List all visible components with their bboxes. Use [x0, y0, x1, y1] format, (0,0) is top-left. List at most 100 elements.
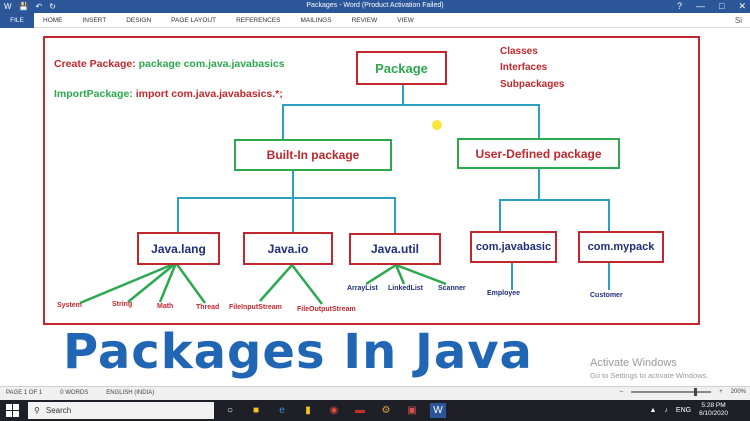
search-icon: ⚲	[34, 406, 40, 415]
word-count[interactable]: 0 WORDS	[60, 390, 89, 396]
sign-in-link[interactable]: Si	[734, 16, 742, 25]
clock-time: 5:28 PM	[701, 402, 726, 409]
zoom-level[interactable]: 200%	[730, 389, 746, 395]
activate-windows-title: Activate Windows	[590, 357, 677, 369]
tab-references[interactable]: REFERENCES	[236, 17, 281, 24]
leaf-line-arraylist	[365, 263, 397, 286]
leaf-line-string	[127, 262, 177, 303]
tab-design[interactable]: DESIGN	[126, 17, 152, 24]
leaf-line-fileinputstream	[259, 264, 293, 302]
system-tray: ▲ ♪ ENG 5:28 PM 6/10/2020	[649, 402, 728, 418]
com-javabasic-box: com.javabasic	[470, 231, 557, 263]
connector-user-mypack	[539, 199, 610, 231]
import-package-line: ImportPackage: import com.java.javabasic…	[54, 88, 283, 100]
java-util-box: Java.util	[349, 233, 441, 265]
help-button[interactable]: ?	[677, 1, 683, 11]
contents-interfaces: Interfaces	[500, 62, 548, 73]
mouse-pointer-highlight	[432, 120, 442, 130]
task-view-icon[interactable]: ○	[226, 405, 234, 416]
create-package-label: Create Package:	[54, 58, 136, 70]
tab-mailings[interactable]: MAILINGS	[300, 17, 332, 24]
leaf-fileinputstream: FileInputStream	[229, 304, 282, 311]
leaf-line-scanner	[395, 263, 447, 286]
clock-date: 6/10/2020	[699, 410, 728, 417]
packages-heading: Packages In Java	[63, 324, 533, 380]
volume-icon[interactable]: ♪	[664, 406, 668, 414]
java-io-box: Java.io	[243, 232, 333, 265]
window-title: Packages - Word (Product Activation Fail…	[306, 2, 444, 9]
chrome-icon[interactable]: ◉	[329, 405, 339, 416]
import-package-code: import com.java.javabasics.*;	[135, 88, 283, 100]
quick-access-toolbar: W 💾 ↶ ↻	[4, 1, 56, 12]
input-language[interactable]: ENG	[675, 406, 692, 414]
zoom-slider[interactable]	[631, 388, 712, 396]
zoom-out-button[interactable]: –	[619, 389, 624, 395]
settings-icon[interactable]: ⚙	[381, 405, 391, 416]
create-package-code: package com.java.javabasics	[138, 58, 285, 70]
leaf-line-fileoutputstream	[291, 264, 323, 305]
save-icon[interactable]: 💾	[18, 2, 29, 11]
ribbon-tabs: FILE HOME INSERT DESIGN PAGE LAYOUT REFE…	[0, 13, 750, 28]
activate-windows-watermark: Activate Windows Go to Settings to activ…	[590, 357, 708, 380]
redo-icon[interactable]: ↻	[49, 2, 56, 11]
connector-builtin-util	[293, 197, 396, 233]
create-package-line: Create Package: package com.java.javabas…	[54, 58, 285, 70]
system-clock[interactable]: 5:28 PM 6/10/2020	[699, 402, 728, 418]
connector-lines	[79, 84, 610, 305]
recorder-icon[interactable]: ▣	[407, 405, 417, 416]
page-count[interactable]: PAGE 1 OF 1	[6, 390, 43, 396]
file-explorer-icon[interactable]: ■	[252, 405, 260, 416]
ribbon-tab-list: HOME INSERT DESIGN PAGE LAYOUT REFERENCE…	[43, 13, 434, 28]
tree-connectors	[177, 84, 610, 290]
window-controls: ? — □ ✕	[677, 0, 746, 12]
minimize-button[interactable]: —	[696, 1, 706, 11]
tab-page-layout[interactable]: PAGE LAYOUT	[171, 17, 217, 24]
leaf-line-thread	[174, 262, 207, 304]
language-indicator[interactable]: ENGLISH (INDIA)	[106, 390, 155, 396]
edge-icon[interactable]: e	[279, 405, 285, 416]
leaf-fileoutputstream: FileOutputStream	[297, 306, 356, 313]
tab-file[interactable]: FILE	[0, 13, 34, 28]
tab-view[interactable]: VIEW	[397, 17, 414, 24]
com-mypack-box: com.mypack	[578, 231, 664, 263]
taskbar-search-box[interactable]: ⚲ Search	[28, 402, 214, 419]
media-app-icon[interactable]: ▬	[355, 405, 365, 416]
leaf-arraylist: ArrayList	[347, 285, 378, 292]
connector-user-javabasic	[499, 168, 540, 231]
close-button[interactable]: ✕	[738, 1, 746, 11]
leaf-math: Math	[157, 303, 174, 310]
leaf-system: System	[57, 302, 82, 309]
diagram-frame	[43, 36, 700, 325]
leaf-scanner: Scanner	[438, 285, 466, 292]
tab-review[interactable]: REVIEW	[351, 17, 378, 24]
word-app-icon: W	[4, 2, 12, 11]
zoom-slider-thumb[interactable]	[694, 388, 698, 396]
title-bar: W 💾 ↶ ↻ Packages - Word (Product Activat…	[0, 0, 750, 13]
java-lang-box: Java.lang	[137, 232, 220, 265]
contents-subpackages: Subpackages	[500, 79, 565, 90]
file-manager-icon[interactable]: ▮	[305, 405, 311, 416]
network-icon[interactable]: ▲	[649, 406, 657, 414]
tab-home[interactable]: HOME	[43, 17, 63, 24]
leaf-line-math	[158, 262, 178, 303]
zoom-in-button[interactable]: +	[719, 389, 723, 395]
undo-icon[interactable]: ↶	[35, 2, 43, 11]
tab-insert[interactable]: INSERT	[82, 17, 107, 24]
leaf-customer: Customer	[590, 292, 623, 299]
package-root-box: Package	[356, 51, 447, 85]
leaf-thread: Thread	[196, 304, 220, 311]
connector-root-userdefined	[403, 104, 540, 139]
restore-button[interactable]: □	[719, 1, 725, 11]
leaf-line-linkedlist	[394, 264, 406, 285]
leaf-linkedlist: LinkedList	[388, 285, 424, 292]
status-left: PAGE 1 OF 1 0 WORDS ENGLISH (INDIA)	[6, 390, 154, 396]
connector-root-builtin	[282, 84, 404, 139]
connector-builtin-lang	[177, 170, 294, 233]
word-taskbar-icon[interactable]: W	[430, 403, 446, 418]
builtin-package-box: Built-In package	[234, 139, 392, 171]
status-bar: PAGE 1 OF 1 0 WORDS ENGLISH (INDIA) – + …	[0, 386, 750, 400]
leaf-connectors	[79, 261, 447, 305]
windows-start-icon[interactable]	[6, 404, 20, 417]
leaf-string: String	[112, 301, 133, 308]
document-canvas[interactable]: Create Package: package com.java.javabas…	[0, 28, 750, 386]
